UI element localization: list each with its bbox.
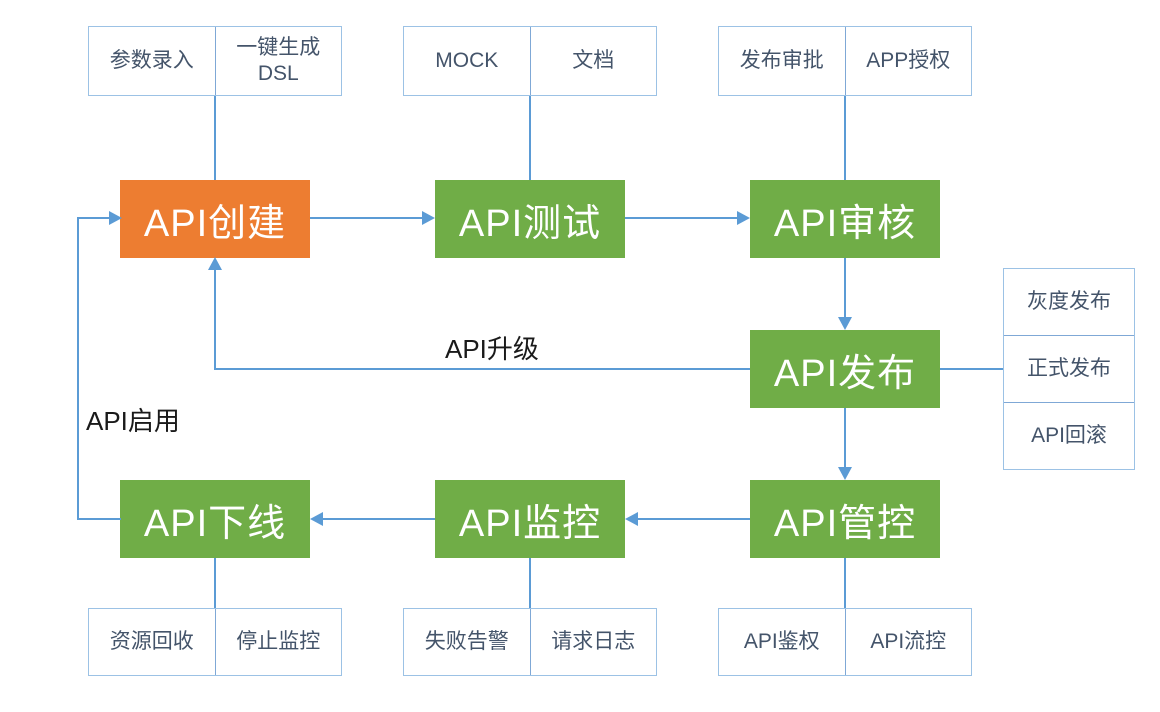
aux-box-control-features: API鉴权 API流控 (718, 608, 972, 676)
arrowhead-enable-create (109, 211, 122, 225)
aux-cell-gray-release: 灰度发布 (1027, 289, 1111, 313)
node-api-publish: API发布 (750, 330, 940, 408)
arrowhead-test-review (737, 211, 750, 225)
aux-cell-resource-recycle: 资源回收 (109, 629, 194, 653)
aux-cell-publish-approval: 发布审批 (739, 48, 824, 72)
aux-box-monitor-features: 失败告警 请求日志 (403, 608, 657, 676)
aux-cell-stop-monitor: 停止监控 (214, 609, 342, 675)
connector-upgrade-vline (214, 268, 216, 368)
arrowhead-publish-control (838, 467, 852, 480)
arrowhead-create-test (422, 211, 435, 225)
aux-box-create-features: 参数录入 一键生成 DSL (88, 26, 342, 96)
aux-box-publish-options: 灰度发布 正式发布 API回滚 (1003, 268, 1135, 470)
aux-cell-doc: 文档 (529, 27, 657, 95)
connector-enable-bottom-hline (77, 518, 121, 520)
arrowhead-control-monitor (625, 512, 638, 526)
node-api-create: API创建 (120, 180, 310, 258)
connector-monitor-aux-line (529, 558, 531, 608)
aux-box-test-features: MOCK 文档 (403, 26, 657, 96)
connector-upgrade-hline (214, 368, 750, 370)
connector-create-aux-line (214, 96, 216, 180)
aux-cell-api-flow-control: API流控 (844, 609, 972, 675)
aux-cell-request-log: 请求日志 (529, 609, 657, 675)
aux-cell-failure-alert: 失败告警 (424, 629, 509, 653)
node-api-control: API管控 (750, 480, 940, 558)
connector-control-monitor-line (638, 518, 750, 520)
aux-box-offline-features: 资源回收 停止监控 (88, 608, 342, 676)
connector-test-review-line (625, 217, 737, 219)
aux-cell-app-auth: APP授权 (844, 27, 972, 95)
aux-cell-formal-release: 正式发布 (1004, 335, 1134, 402)
node-api-monitor: API监控 (435, 480, 625, 558)
node-api-test: API测试 (435, 180, 625, 258)
aux-cell-mock: MOCK (435, 48, 499, 72)
connector-publish-control-line (844, 408, 846, 468)
aux-box-review-features: 发布审批 APP授权 (718, 26, 972, 96)
aux-cell-param-entry: 参数录入 (109, 48, 194, 72)
edge-label-api-enable: API启用 (86, 406, 180, 436)
arrowhead-review-publish (838, 317, 852, 330)
connector-create-test-line (310, 217, 422, 219)
connector-offline-aux-line (214, 558, 216, 608)
aux-cell-api-rollback: API回滚 (1004, 402, 1134, 469)
aux-cell-api-authn: API鉴权 (743, 629, 820, 653)
arrowhead-upgrade-create (208, 257, 222, 270)
aux-cell-one-key-dsl: 一键生成 DSL (214, 27, 342, 95)
connector-enable-top-hline (77, 217, 110, 219)
connector-review-aux-line (844, 96, 846, 180)
connector-review-publish-line (844, 258, 846, 318)
connector-enable-vline (77, 217, 79, 520)
arrowhead-monitor-offline (310, 512, 323, 526)
connector-control-aux-line (844, 558, 846, 608)
edge-label-api-upgrade: API升级 (445, 334, 539, 364)
node-api-review: API审核 (750, 180, 940, 258)
node-api-offline: API下线 (120, 480, 310, 558)
connector-monitor-offline-line (323, 518, 435, 520)
connector-test-aux-line (529, 96, 531, 180)
connector-publish-options-line (940, 368, 1003, 370)
